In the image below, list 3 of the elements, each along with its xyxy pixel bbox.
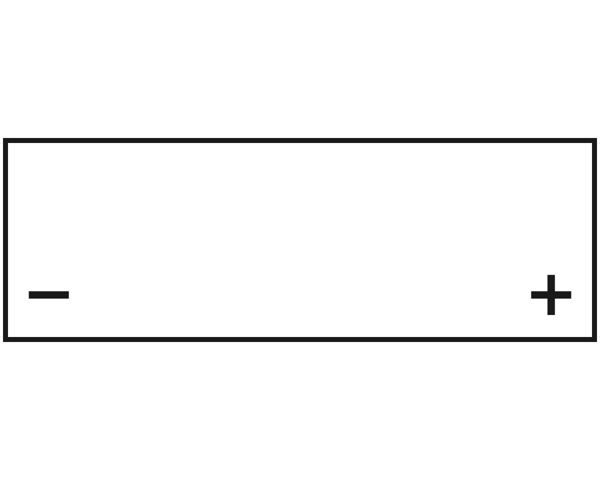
negative-terminal-label: − [22,262,76,326]
positive-terminal-label: + [524,262,578,326]
battery-outline [3,138,597,342]
